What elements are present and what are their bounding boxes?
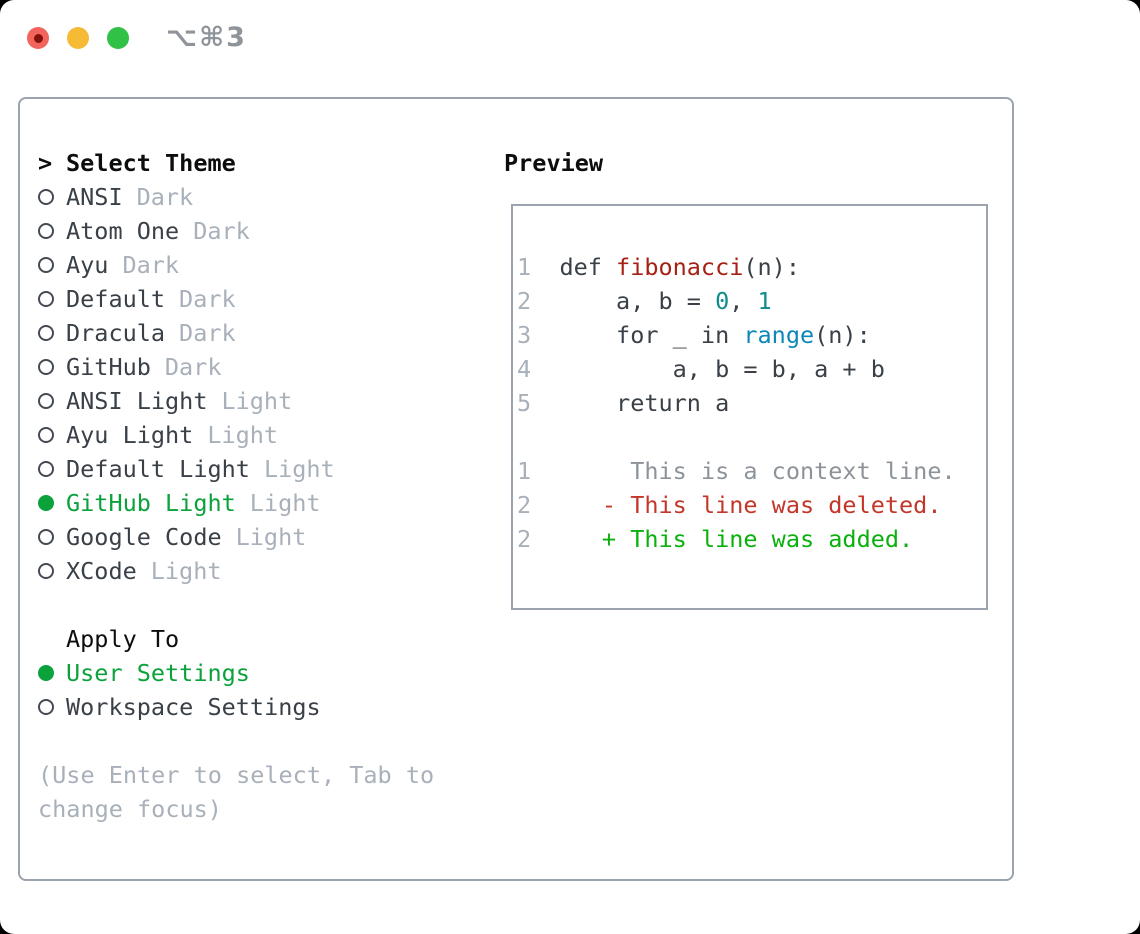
theme-option-default-dark[interactable]: Default Dark	[38, 282, 434, 316]
code-line: 3 for _ in range(n):	[517, 321, 871, 349]
theme-variant: Light	[207, 421, 279, 449]
radio-icon	[38, 427, 54, 443]
theme-variant: Light	[221, 387, 293, 415]
diff-added-line: 2 + This line was added.	[517, 525, 914, 553]
select-theme-header-row: > Select Theme	[38, 146, 434, 180]
theme-variant: Dark	[122, 251, 180, 279]
theme-option-atom-one-dark[interactable]: Atom One Dark	[38, 214, 434, 248]
theme-variant: Dark	[179, 319, 236, 347]
help-text-line: (Use Enter to select, Tab to	[38, 761, 435, 789]
theme-option-dracula-dark[interactable]: Dracula Dark	[38, 316, 434, 350]
function-name-token: fibonacci	[616, 253, 744, 281]
theme-option-google-code-light[interactable]: Google Code Light	[38, 520, 434, 554]
theme-option-ansi-light[interactable]: ANSI Light Light	[38, 384, 434, 418]
code-line: 5 return a	[517, 389, 730, 417]
radio-icon	[38, 223, 54, 239]
theme-name: GitHub	[66, 353, 151, 381]
theme-variant: Dark	[179, 285, 236, 313]
theme-name: Dracula	[66, 319, 166, 347]
radio-icon	[38, 291, 54, 307]
theme-option-github-light[interactable]: GitHub Light Light	[38, 486, 434, 520]
radio-icon	[38, 325, 54, 341]
theme-name: GitHub Light	[66, 489, 236, 517]
theme-variant: Dark	[164, 353, 222, 381]
close-button-icon[interactable]	[27, 27, 49, 49]
code-line: 1 def fibonacci(n):	[517, 253, 800, 281]
help-text-line: change focus)	[38, 795, 222, 823]
theme-variant: Light	[249, 489, 321, 517]
theme-name: Default Light	[66, 455, 250, 483]
radio-icon	[38, 529, 54, 545]
minimize-button-icon[interactable]	[67, 27, 89, 49]
radio-icon	[38, 495, 54, 511]
theme-name: ANSI	[66, 183, 123, 211]
code-line: 2 a, b = 0, 1	[517, 287, 772, 315]
preview-title: Preview	[504, 149, 604, 177]
diff-deleted-line: 2 - This line was deleted.	[517, 491, 942, 519]
theme-variant: Dark	[193, 217, 250, 245]
radio-icon	[38, 461, 54, 477]
radio-icon	[38, 359, 54, 375]
title-bar: ⌥⌘3	[0, 0, 1140, 76]
apply-option-user-settings[interactable]: User Settings	[38, 656, 434, 690]
theme-option-ayu-dark[interactable]: Ayu Dark	[38, 248, 434, 282]
theme-option-ayu-light[interactable]: Ayu Light Light	[38, 418, 434, 452]
theme-name: Ayu	[66, 251, 109, 279]
apply-option-workspace-settings[interactable]: Workspace Settings	[38, 690, 434, 724]
preview-box: 1 def fibonacci(n): 2 a, b = 0, 1 3 for …	[511, 204, 988, 610]
zoom-button-icon[interactable]	[107, 27, 129, 49]
unsaved-dot-icon	[33, 33, 43, 43]
theme-option-github-dark[interactable]: GitHub Dark	[38, 350, 434, 384]
radio-icon	[38, 699, 54, 715]
theme-name: ANSI Light	[66, 387, 208, 415]
apply-option-label: Workspace Settings	[66, 693, 321, 721]
window-title: ⌥⌘3	[166, 22, 247, 53]
theme-name: Ayu Light	[66, 421, 194, 449]
radio-icon	[38, 393, 54, 409]
theme-name: XCode	[66, 557, 137, 585]
select-theme-title: Select Theme	[66, 149, 236, 177]
list-spacer	[38, 588, 434, 622]
theme-option-default-light[interactable]: Default Light Light	[38, 452, 434, 486]
theme-name: Atom One	[66, 217, 180, 245]
radio-icon	[38, 563, 54, 579]
apply-to-title: Apply To	[66, 625, 180, 653]
theme-variant: Dark	[136, 183, 194, 211]
prompt-icon: >	[38, 149, 53, 177]
blank-line	[517, 420, 986, 454]
theme-name: Default	[66, 285, 166, 313]
builtin-call-token: range	[743, 321, 815, 349]
diff-context-line: 1 This is a context line.	[517, 457, 956, 485]
theme-variant: Light	[150, 557, 222, 585]
number-token: 0	[715, 287, 730, 315]
radio-icon	[38, 665, 54, 681]
radio-icon	[38, 257, 54, 273]
code-line: 4 a, b = b, a + b	[517, 355, 885, 383]
list-spacer	[38, 724, 434, 758]
theme-option-xcode-light[interactable]: XCode Light	[38, 554, 434, 588]
radio-icon	[38, 189, 54, 205]
theme-option-ansi-dark[interactable]: ANSI Dark	[38, 180, 434, 214]
theme-variant: Light	[235, 523, 307, 551]
apply-to-header-row: Apply To	[38, 622, 434, 656]
number-token: 1	[757, 287, 772, 315]
theme-name: Google Code	[66, 523, 222, 551]
apply-option-label: User Settings	[66, 659, 250, 687]
theme-variant: Light	[263, 455, 335, 483]
